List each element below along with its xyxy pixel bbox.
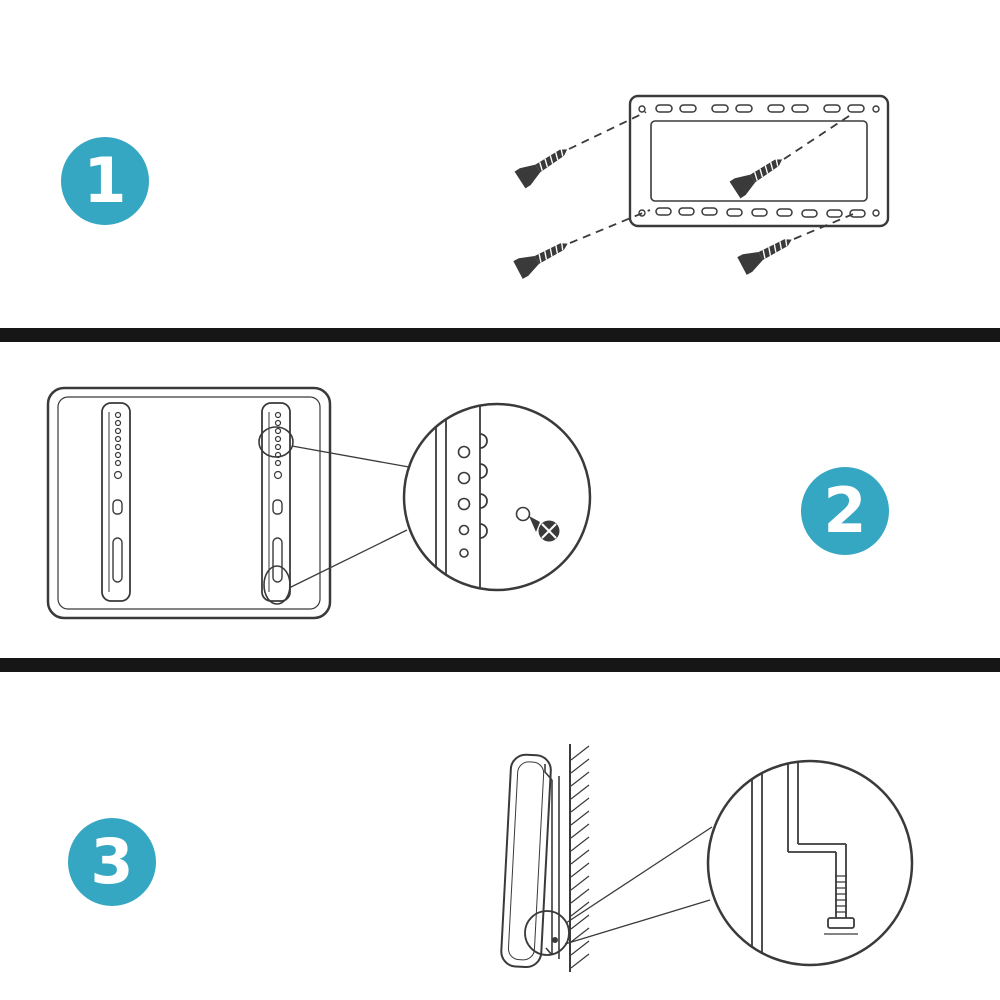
magnifier-circle (402, 402, 592, 592)
rail-edge-bumps (479, 433, 488, 539)
tv-side-profile (500, 753, 552, 969)
mounting-screw-1 (513, 140, 574, 190)
lock-screw (824, 872, 858, 935)
section-divider-1 (0, 328, 1000, 342)
step-1-number: 1 (83, 144, 127, 217)
mounting-screw-3 (512, 234, 574, 280)
plate-slots-bottom (655, 207, 866, 218)
screw-hole (515, 506, 531, 522)
lock-screw-detail-view (751, 761, 858, 965)
section-divider-2 (0, 658, 1000, 672)
zoom-highlight-ellipses (258, 426, 294, 605)
detail-marker-circle (524, 910, 570, 956)
mounting-screw-4 (736, 230, 798, 276)
step-3-number: 3 (90, 825, 134, 898)
wall-bracket-side (544, 764, 560, 959)
step-2-illustration (46, 386, 592, 620)
magnifier-circle (706, 759, 914, 967)
zoom-connector-lines (288, 445, 410, 589)
plate-slots-top (655, 104, 865, 113)
wall-plate (628, 94, 890, 228)
step-1-illustration (512, 94, 890, 280)
wall-surface (569, 744, 590, 972)
rail-holes (457, 445, 471, 558)
step-3-badge: 3 (68, 818, 156, 906)
step-2-badge: 2 (801, 467, 889, 555)
step-2-number: 2 (823, 474, 867, 547)
screw-guide-dashed-lines (568, 111, 859, 244)
bracket-screw (529, 516, 560, 542)
step-3-illustration (500, 744, 914, 972)
left-mounting-bracket (101, 402, 131, 602)
tv-back-panel (46, 386, 332, 620)
lock-screw-dot (552, 937, 558, 943)
zoom-connector-lines (564, 826, 713, 945)
step-1-badge: 1 (61, 137, 149, 225)
bracket-detail-view (435, 404, 560, 590)
